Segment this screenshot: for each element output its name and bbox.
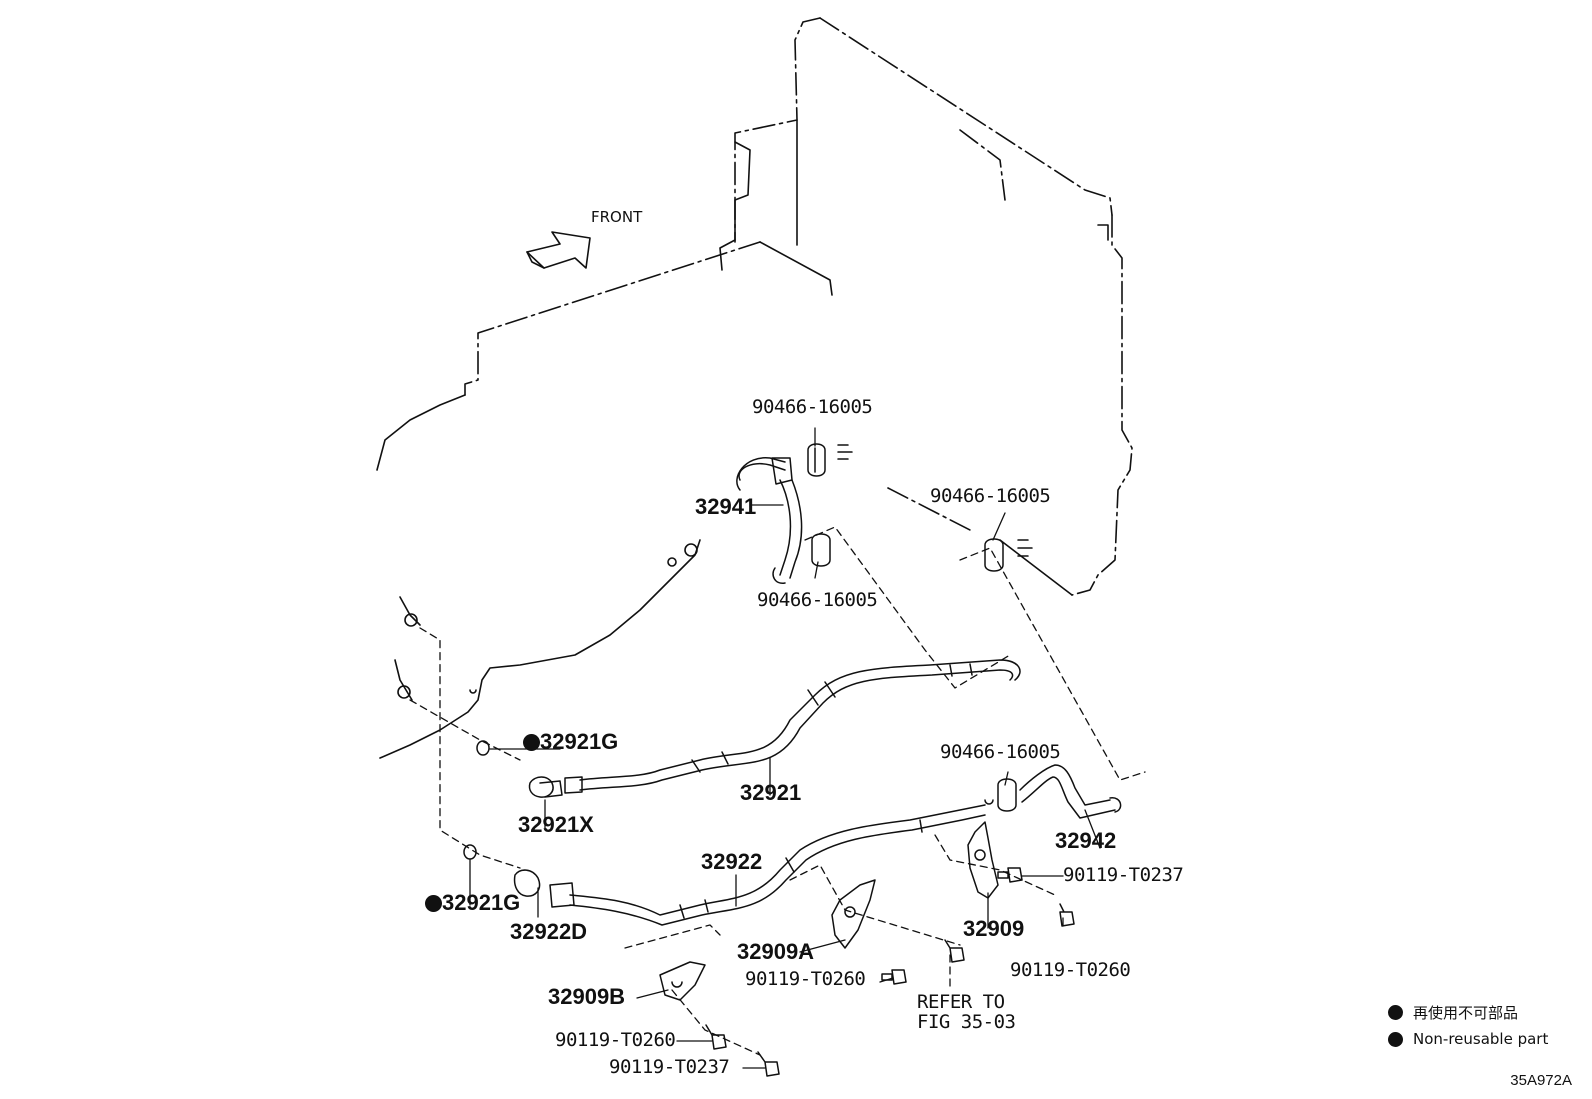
pipe-32922-shape	[513, 799, 994, 926]
callout-clamp-32942: 90466-16005	[940, 741, 1061, 763]
illustration-code: 35A972A	[1510, 1072, 1572, 1089]
callout-hose-32941: 32941	[695, 494, 757, 519]
callout-clamp-lower-left: 90466-16005	[757, 589, 878, 611]
callout-bolt-t0260-right: 90119-T0260	[1010, 959, 1131, 981]
callout-bolt-t0237-right: 90119-T0237	[1063, 864, 1184, 886]
callout-bolt-t0260-left: 90119-T0260	[555, 1029, 676, 1051]
callout-clamp-32909: 32909	[963, 916, 1025, 941]
refer-to-line1: REFER TO	[917, 991, 1005, 1013]
non-reusable-dot-icon	[1388, 1005, 1403, 1020]
callout-gasket-upper-text: 32921G	[540, 729, 619, 754]
callout-clamp-32909a: 32909A	[737, 939, 815, 964]
front-direction-label: FRONT	[591, 208, 643, 226]
callout-bolt-t0260-mid: 90119-T0260	[745, 968, 866, 990]
gasket-shapes	[463, 740, 490, 860]
legend-english-text: Non-reusable part	[1413, 1030, 1549, 1048]
callout-pipe-32922: 32922	[701, 849, 763, 874]
callout-clamp-32909b: 32909B	[548, 984, 626, 1009]
non-reusable-marker-icon	[425, 895, 442, 912]
pipe-32921-shape	[528, 659, 1021, 798]
legend-row-english: Non-reusable part	[1388, 1030, 1548, 1048]
hose-32942-shape	[1019, 764, 1122, 819]
callout-gasket-lower: 32921G	[425, 892, 520, 914]
callout-leaders	[469, 427, 1101, 1069]
refer-to-line2: FIG 35-03	[917, 1011, 1016, 1033]
non-reusable-marker-icon	[523, 734, 540, 751]
callout-hose-32942: 32942	[1055, 828, 1117, 853]
legend-japanese-text: 再使用不可部品	[1413, 1004, 1519, 1022]
callout-union-32921x: 32921X	[518, 812, 594, 837]
transmission-outline	[379, 539, 701, 759]
callout-bolt-t0237-bottom: 90119-T0237	[609, 1056, 730, 1078]
callout-clamp-right: 90466-16005	[930, 485, 1051, 507]
bolt-shapes	[705, 867, 1075, 1077]
callout-union-32922d: 32922D	[510, 919, 588, 944]
callout-gasket-upper: 32921G	[523, 731, 618, 753]
engine-outline-solid	[376, 119, 1109, 596]
callout-gasket-lower-text: 32921G	[442, 890, 521, 915]
hose-32941-shape	[736, 457, 803, 584]
legend-row-japanese: 再使用不可部品	[1388, 1002, 1518, 1023]
callout-clamp-top: 90466-16005	[752, 396, 873, 418]
callout-pipe-32921: 32921	[740, 780, 802, 805]
clamp-shapes	[807, 443, 1033, 812]
non-reusable-dot-icon	[1388, 1031, 1403, 1047]
assembly-leaders	[409, 526, 1146, 1056]
bracket-shapes	[659, 821, 999, 1001]
front-arrow-shape	[526, 231, 591, 269]
engine-outline	[464, 17, 1133, 596]
